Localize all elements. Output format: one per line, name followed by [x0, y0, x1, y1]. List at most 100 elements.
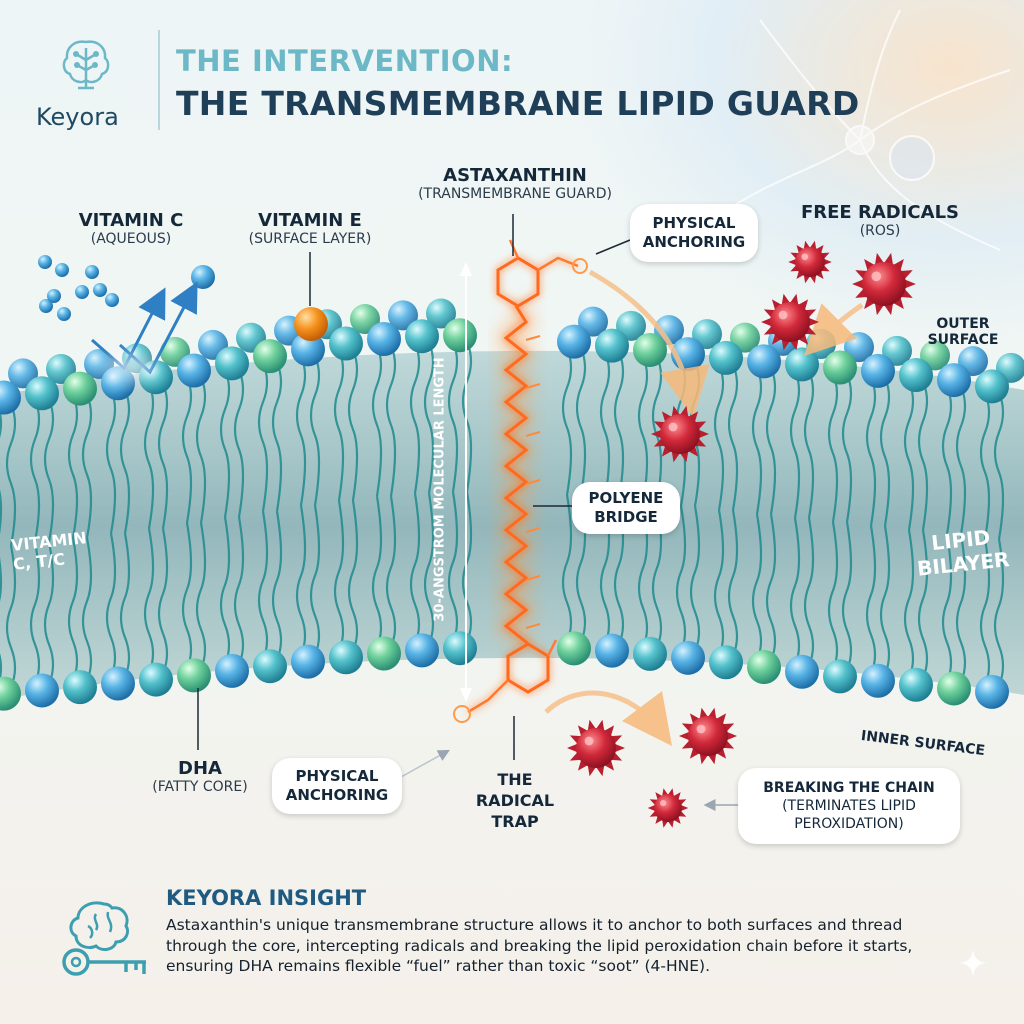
lipid-head	[557, 631, 591, 666]
lipid-tail	[385, 496, 397, 648]
lipid-tail	[979, 391, 991, 540]
lipid-head	[595, 633, 629, 668]
lipid-tail	[993, 538, 1005, 687]
lipid-tail	[5, 403, 17, 546]
lipid-tail	[765, 366, 777, 515]
lipid-tail	[81, 537, 93, 682]
lipid-tail	[727, 509, 739, 657]
lipid-head	[139, 662, 173, 697]
lipid-head	[367, 322, 401, 357]
lipid-tail	[461, 340, 473, 492]
lipid-head	[63, 670, 97, 705]
lipid-tail	[157, 528, 169, 675]
lipid-tail	[751, 366, 763, 515]
lipid-tail	[105, 388, 117, 534]
lipid-tail	[599, 497, 611, 646]
lipid-head	[861, 353, 895, 388]
lipid-tail	[461, 491, 473, 643]
lipid-tail	[637, 355, 649, 503]
outer-surface-label: OUTER SURFACE	[927, 316, 999, 348]
free-radical	[679, 707, 737, 765]
lipid-tail	[865, 525, 877, 676]
breaking-chain-callout: BREAKING THE CHAIN (TERMINATES LIPID PER…	[738, 768, 960, 844]
lipid-tail	[675, 505, 687, 653]
lipid-head	[899, 358, 933, 393]
lipid-tail	[81, 394, 93, 539]
lipid-head	[747, 650, 781, 685]
lipid-head	[101, 666, 135, 701]
lipid-tail	[271, 510, 283, 661]
lipid-head	[443, 631, 477, 666]
insight-title: KEYORA INSIGHT	[166, 886, 367, 910]
lipid-tail	[347, 500, 359, 652]
lipid-tail	[309, 354, 321, 506]
lipid-tail	[271, 361, 283, 512]
lipid-head	[253, 649, 287, 684]
lipid-tail	[713, 509, 725, 657]
lipid-tail	[29, 398, 41, 543]
lipid-head	[595, 328, 629, 363]
lipid-tail	[119, 388, 131, 534]
lipid-tail	[903, 529, 915, 680]
lipid-head	[692, 319, 722, 350]
title-line-2: THE TRANSMEMBRANE LIPID GUARD	[176, 84, 860, 123]
lipid-tail	[599, 351, 611, 499]
free-radical	[852, 252, 916, 316]
lipid-head	[633, 332, 667, 367]
vitamin-c-side-label: VITAMIN C, T/C	[10, 528, 88, 574]
lipid-tail	[0, 409, 3, 535]
astaxanthin-molecule	[453, 239, 588, 723]
free-radicals	[567, 240, 916, 828]
lipid-tail	[43, 541, 55, 685]
lipid-head	[367, 636, 401, 671]
molecular-length-label: 30-ANGSTROM MOLECULAR LENGTH	[432, 357, 448, 622]
sparkle-icon	[959, 949, 987, 977]
lipid-head	[177, 658, 211, 693]
lipid-head	[426, 298, 456, 329]
lipid-tail	[561, 347, 573, 496]
lipid-tail	[789, 370, 801, 519]
lipid-tail	[309, 505, 321, 657]
lipid-tail	[827, 521, 839, 671]
lipid-tail	[195, 522, 207, 670]
lipid-head	[578, 306, 608, 337]
lipid-tail	[561, 494, 573, 643]
lipid-tail	[233, 516, 245, 666]
lipid-head	[215, 346, 249, 381]
lipid-head	[861, 663, 895, 698]
lipid-head	[0, 676, 21, 711]
lipid-head	[975, 674, 1009, 709]
lipid-tail	[105, 533, 117, 678]
lipid-tail	[879, 525, 891, 676]
insight-body: Astaxanthin's unique transmembrane struc…	[166, 916, 913, 976]
lipid-tail	[295, 354, 307, 506]
methyl-group	[525, 431, 541, 437]
lipid-tail	[903, 380, 915, 531]
methyl-group	[525, 527, 541, 533]
lipid-tail	[43, 398, 55, 543]
lipid-head	[747, 344, 781, 379]
lipid-head	[557, 324, 591, 359]
free-radical	[761, 293, 819, 351]
lipid-head	[975, 369, 1009, 404]
brand-name: Keyora	[36, 103, 119, 131]
lipid-head	[443, 318, 477, 353]
lipid-head	[405, 633, 439, 668]
lipid-head	[882, 335, 912, 366]
lipid-tail	[195, 376, 207, 524]
lipid-head	[291, 644, 325, 679]
radical-trap-label: THE RADICAL TRAP	[475, 770, 555, 831]
lipid-tail	[803, 517, 815, 667]
lipid-tail	[219, 516, 231, 666]
lipid-head	[785, 347, 819, 382]
lipid-tail	[347, 349, 359, 501]
lipid-tails	[0, 340, 1005, 689]
lipid-tail	[181, 376, 193, 524]
lipid-tail	[941, 534, 953, 683]
lipid-tail	[941, 385, 953, 535]
lipid-tail	[423, 341, 435, 494]
methyl-group	[525, 575, 541, 581]
lipid-head	[0, 380, 21, 415]
